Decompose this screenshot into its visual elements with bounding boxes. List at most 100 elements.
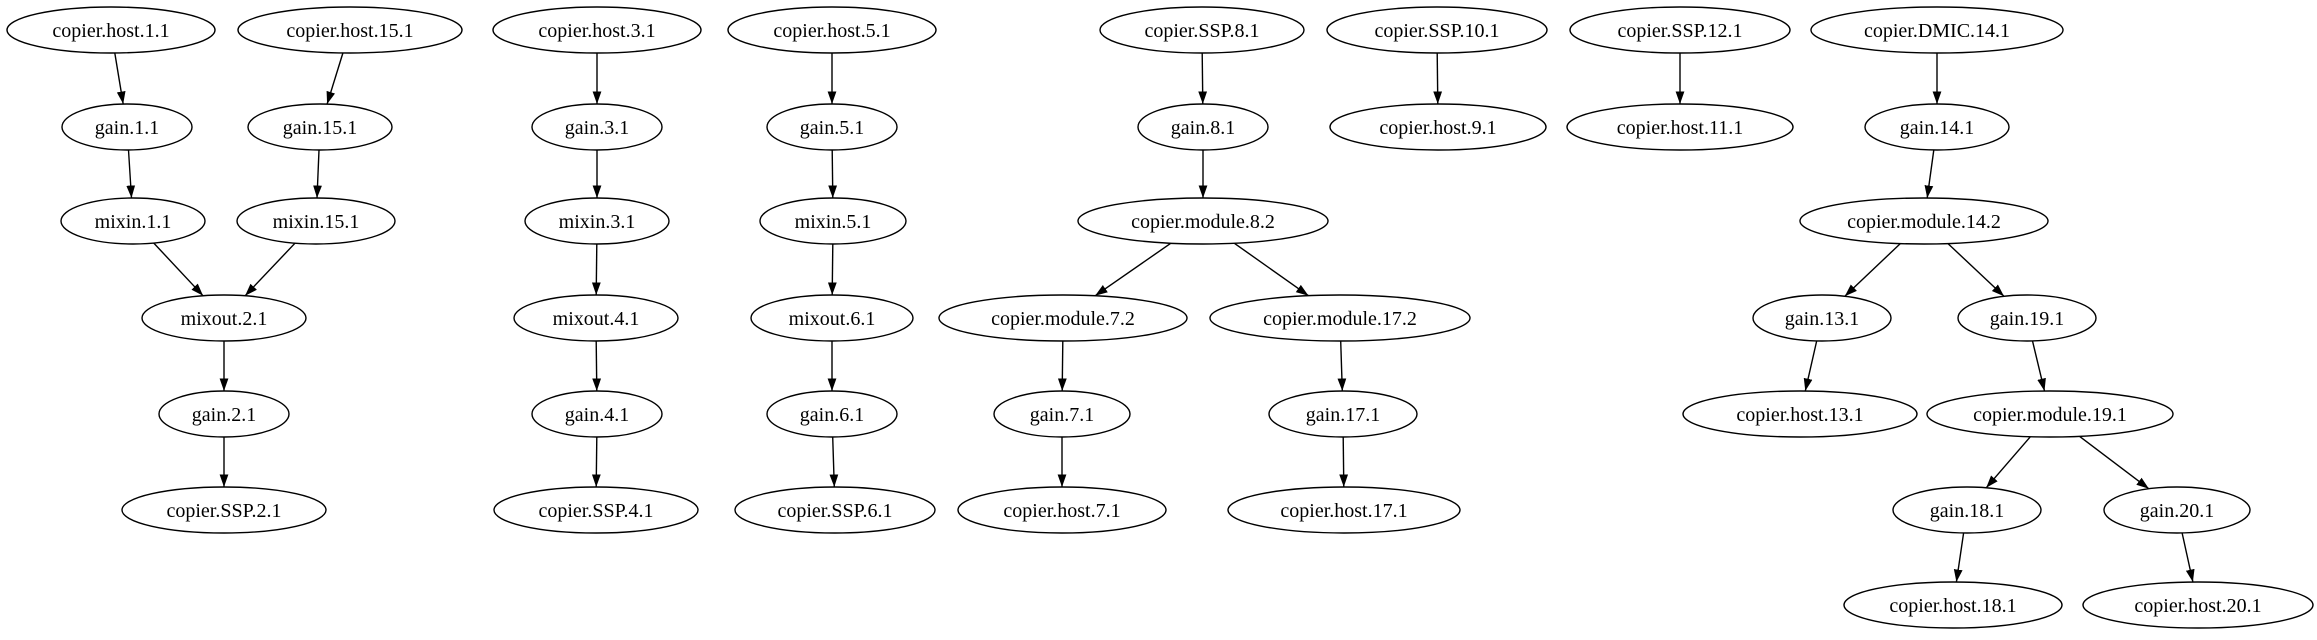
node-copier.host.18.1: copier.host.18.1 [1843,581,2063,629]
node-ellipse [938,294,1188,342]
node-ellipse [493,486,699,534]
node-gain.14.1: gain.14.1 [1864,103,2010,151]
node-ellipse [766,390,898,438]
node-copier.host.15.1: copier.host.15.1 [237,6,463,54]
node-label: copier.host.5.1 [773,20,890,42]
node-label: copier.host.13.1 [1736,404,1863,426]
node-ellipse [141,294,307,342]
node-label: gain.6.1 [800,404,864,426]
node-gain.13.1: gain.13.1 [1752,294,1892,342]
node-gain.17.1: gain.17.1 [1268,390,1418,438]
node-ellipse [1864,103,2010,151]
node-ellipse [1926,390,2174,438]
node-label: copier.SSP.12.1 [1617,20,1742,42]
node-label: gain.5.1 [800,117,864,139]
edge-gain.14.1-to-copier.module.14.2 [1924,149,1935,199]
node-label: copier.SSP.2.1 [166,500,281,522]
node-copier.SSP.10.1: copier.SSP.10.1 [1326,6,1548,54]
node-copier.host.17.1: copier.host.17.1 [1227,486,1461,534]
node-label: mixin.1.1 [95,211,172,233]
edge-copier.SSP.10.1-to-copier.host.9.1 [1433,52,1443,105]
node-ellipse [60,197,206,245]
edge-gain.6.1-to-copier.SSP.6.1 [829,436,839,488]
node-ellipse [1077,197,1329,245]
node-gain.3.1: gain.3.1 [531,103,663,151]
node-label: copier.SSP.10.1 [1374,20,1499,42]
node-ellipse [158,390,290,438]
node-label: gain.8.1 [1171,117,1235,139]
node-label: copier.SSP.4.1 [538,500,653,522]
node-label: mixout.2.1 [181,308,268,330]
edge-mixin.1.1-to-mixout.2.1 [153,242,204,297]
node-ellipse [1227,486,1461,534]
node-label: copier.host.9.1 [1379,117,1496,139]
edge-gain.19.1-to-copier.module.19.1 [2031,340,2046,392]
node-copier.SSP.12.1: copier.SSP.12.1 [1569,6,1791,54]
node-ellipse [247,103,393,151]
node-label: gain.1.1 [95,117,159,139]
edge-gain.18.1-to-copier.host.18.1 [1953,532,1965,583]
node-label: mixin.15.1 [273,211,360,233]
edge-copier.host.15.1-to-gain.15.1 [326,52,344,105]
node-copier.module.14.2: copier.module.14.2 [1799,197,2049,245]
node-copier.host.11.1: copier.host.11.1 [1566,103,1794,151]
node-label: copier.host.3.1 [538,20,655,42]
node-label: copier.host.15.1 [286,20,413,42]
node-ellipse [121,486,327,534]
node-label: copier.module.14.2 [1847,211,2001,233]
node-copier.DMIC.14.1: copier.DMIC.14.1 [1810,6,2064,54]
node-ellipse [531,390,663,438]
node-label: gain.15.1 [283,117,357,139]
graph-nodes: copier.host.1.1gain.1.1mixin.1.1copier.h… [6,6,2314,629]
node-label: copier.host.17.1 [1280,500,1407,522]
node-ellipse [524,197,670,245]
edge-gain.4.1-to-copier.SSP.4.1 [591,436,601,488]
node-ellipse [1209,294,1471,342]
node-ellipse [1957,294,2097,342]
node-ellipse [1566,103,1794,151]
node-ellipse [957,486,1167,534]
node-label: gain.20.1 [2140,500,2214,522]
graph-edges [114,52,2195,583]
node-ellipse [759,197,907,245]
node-label: copier.host.11.1 [1617,117,1743,139]
edge-gain.15.1-to-mixin.15.1 [313,149,322,199]
node-copier.host.9.1: copier.host.9.1 [1329,103,1547,151]
node-gain.5.1: gain.5.1 [766,103,898,151]
node-label: copier.host.7.1 [1003,500,1120,522]
node-gain.2.1: gain.2.1 [158,390,290,438]
node-ellipse [1799,197,2049,245]
node-ellipse [766,103,898,151]
node-ellipse [1752,294,1892,342]
node-copier.module.8.2: copier.module.8.2 [1077,197,1329,245]
node-label: mixin.3.1 [559,211,636,233]
node-label: copier.DMIC.14.1 [1864,20,2010,42]
node-gain.6.1: gain.6.1 [766,390,898,438]
edge-copier.module.14.2-to-gain.19.1 [1947,243,2005,297]
edge-gain.1.1-to-mixin.1.1 [126,149,136,199]
edge-copier.module.19.1-to-gain.20.1 [2079,435,2150,490]
node-ellipse [734,486,936,534]
node-label: gain.19.1 [1990,308,2064,330]
node-gain.1.1: gain.1.1 [61,103,193,151]
edge-gain.20.1-to-copier.host.20.1 [2181,532,2195,583]
node-ellipse [237,6,463,54]
node-label: gain.13.1 [1785,308,1859,330]
node-ellipse [1682,390,1918,438]
node-copier.host.20.1: copier.host.20.1 [2082,581,2314,629]
node-gain.15.1: gain.15.1 [247,103,393,151]
node-gain.18.1: gain.18.1 [1892,486,2042,534]
node-ellipse [61,103,193,151]
node-mixout.2.1: mixout.2.1 [141,294,307,342]
node-label: gain.7.1 [1030,404,1094,426]
node-ellipse [531,103,663,151]
node-mixin.15.1: mixin.15.1 [236,197,396,245]
edge-mixin.3.1-to-mixout.4.1 [591,243,601,296]
node-ellipse [750,294,914,342]
node-gain.8.1: gain.8.1 [1137,103,1269,151]
node-ellipse [2082,581,2314,629]
node-label: gain.4.1 [565,404,629,426]
node-ellipse [1892,486,2042,534]
node-ellipse [1326,6,1548,54]
